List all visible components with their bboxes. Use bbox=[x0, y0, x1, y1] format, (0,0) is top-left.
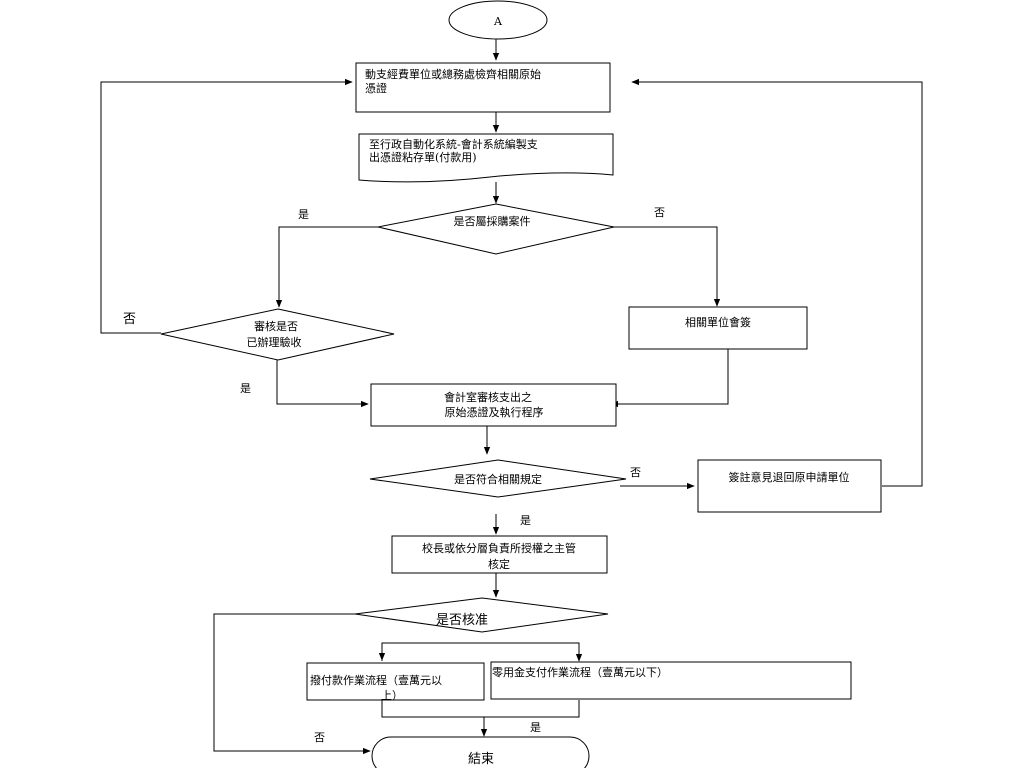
edge-labels: 是 否 否 是 否 是 是 否 bbox=[123, 206, 665, 744]
node-payment-flow-line2: 上） bbox=[381, 689, 403, 702]
node-make-sheet-line2: 出憑證粘存單(付款用) bbox=[369, 150, 477, 164]
node-petty-cash-flow-label: 零用金支付作業流程（壹萬元以下） bbox=[492, 665, 668, 679]
node-return-applicant: 簽註意見退回原申請單位 bbox=[697, 459, 882, 513]
label-inspection-no: 否 bbox=[123, 312, 136, 327]
node-make-sheet-line1: 至行政自動化系統-會計系統編製支 bbox=[369, 137, 538, 151]
node-cosign: 相關單位會簽 bbox=[628, 306, 808, 350]
label-purchase-no: 否 bbox=[654, 206, 665, 219]
node-approver-line1: 校長或依分層負責所授權之主管 bbox=[422, 541, 576, 555]
node-make-sheet: 至行政自動化系統-會計系統編製支 出憑證粘存單(付款用) bbox=[358, 133, 614, 183]
label-compliant-yes: 是 bbox=[520, 514, 531, 527]
edge-inspection-yes bbox=[276, 360, 369, 408]
node-approved-label: 是否核准 bbox=[436, 613, 488, 628]
node-inspection-line1: 審核是否 bbox=[254, 319, 298, 333]
node-payment-flow: 撥付款作業流程（壹萬元以 上） bbox=[306, 662, 485, 702]
edge-flows-merge bbox=[381, 700, 580, 718]
node-check-vouchers: 動支經費單位或總務處檢齊相關原始 憑證 bbox=[355, 62, 611, 113]
label-inspection-yes: 是 bbox=[240, 382, 251, 395]
edge-purchase-no bbox=[614, 226, 721, 307]
edge-inspection-no bbox=[100, 78, 353, 334]
edges bbox=[100, 38, 923, 755]
node-petty-cash-flow: 零用金支付作業流程（壹萬元以下） bbox=[490, 661, 852, 700]
node-compliant-label: 是否符合相關規定 bbox=[454, 472, 542, 486]
node-accounting-review: 會計室審核支出之 原始憑證及執行程序 bbox=[370, 383, 617, 427]
edge-approved-yes-left bbox=[381, 642, 583, 662]
node-a: A bbox=[448, 0, 548, 40]
node-approver: 校長或依分層負責所授權之主管 核定 bbox=[391, 535, 608, 574]
label-approved-yes: 是 bbox=[530, 721, 541, 734]
node-inspection-line2: 已辦理驗收 bbox=[247, 335, 302, 349]
node-payment-flow-line1: 撥付款作業流程（壹萬元以 bbox=[310, 673, 442, 687]
node-accounting-review-line2: 原始憑證及執行程序 bbox=[445, 405, 544, 419]
node-cosign-label: 相關單位會簽 bbox=[685, 315, 751, 329]
edge-approved-no bbox=[213, 613, 371, 755]
edge-return-to-check bbox=[631, 78, 923, 487]
label-purchase-yes: 是 bbox=[298, 208, 309, 221]
edge-purchase-yes bbox=[275, 226, 378, 308]
node-approver-line2: 核定 bbox=[488, 557, 510, 571]
node-accounting-review-line1: 會計室審核支出之 bbox=[444, 390, 532, 404]
node-approved: 是否核准 bbox=[354, 597, 609, 633]
edge-cosign-to-review bbox=[610, 349, 729, 408]
label-approved-no: 否 bbox=[314, 731, 325, 744]
node-check-vouchers-line1: 動支經費單位或總務處檢齊相關原始 bbox=[365, 67, 541, 81]
node-a-label: A bbox=[493, 15, 503, 28]
label-compliant-no: 否 bbox=[630, 466, 641, 479]
node-end: 結束 bbox=[371, 736, 590, 768]
node-inspection: 審核是否 已辦理驗收 bbox=[160, 308, 395, 361]
node-return-applicant-label: 簽註意見退回原申請單位 bbox=[729, 470, 850, 484]
node-is-purchase-label: 是否屬採購案件 bbox=[454, 214, 531, 228]
node-check-vouchers-line2: 憑證 bbox=[365, 81, 387, 95]
node-compliant: 是否符合相關規定 bbox=[369, 459, 627, 498]
node-end-label: 結束 bbox=[468, 752, 494, 767]
node-is-purchase: 是否屬採購案件 bbox=[377, 203, 615, 255]
